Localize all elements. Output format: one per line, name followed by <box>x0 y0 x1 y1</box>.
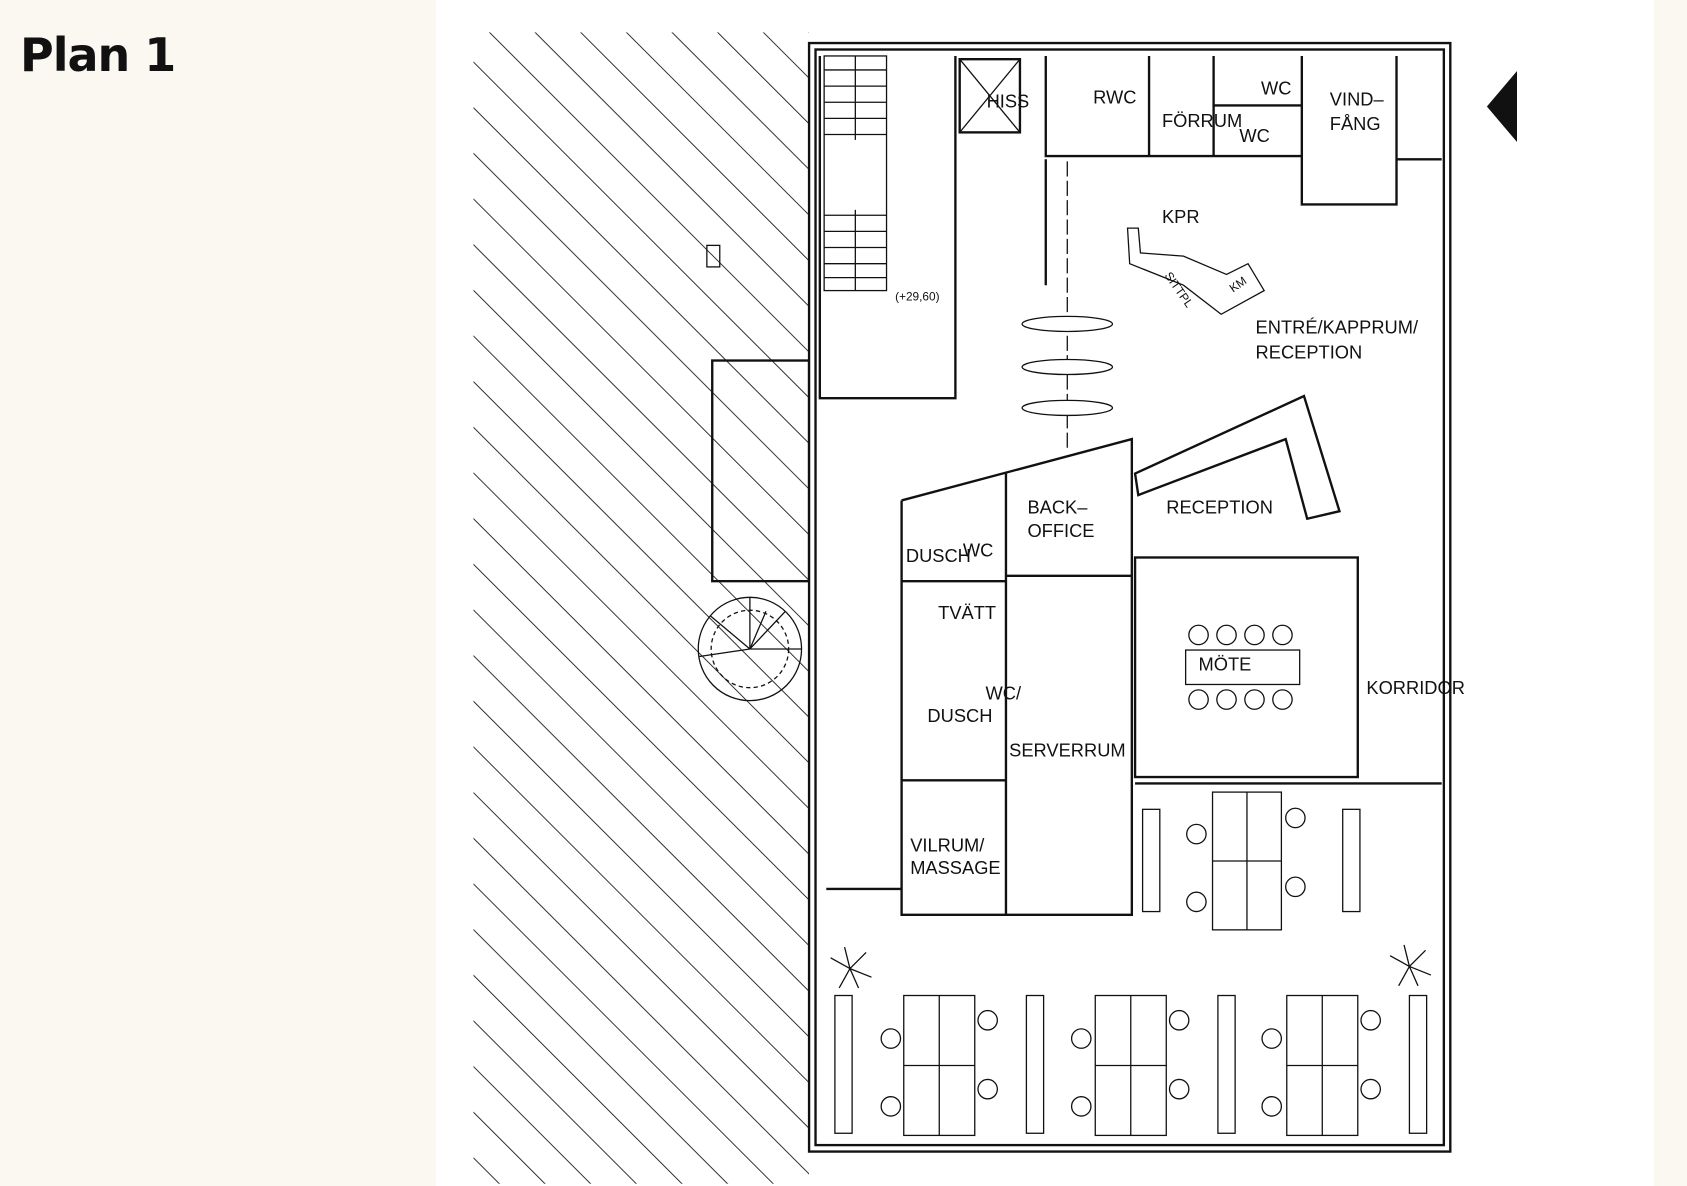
label-rwc: RWC <box>1093 86 1136 107</box>
label-dusch: DUSCH <box>906 545 971 566</box>
label-mote: MÖTE <box>1199 653 1252 674</box>
spiral-stair-steps <box>699 597 802 658</box>
label-vindfang: FÅNG <box>1330 113 1381 134</box>
label-entre: RECEPTION <box>1256 341 1363 362</box>
reception-desk <box>1133 394 1341 521</box>
label-level: (+29,60) <box>895 289 939 303</box>
label-tvatt: TVÄTT <box>938 602 996 623</box>
label-wc-dusch: WC/ <box>986 683 1022 704</box>
label-wc: WC <box>1239 125 1269 146</box>
label-wc: WC <box>1261 78 1291 99</box>
building-walls <box>807 41 1452 1153</box>
label-vindfang: VIND– <box>1330 88 1385 109</box>
label-backoffice: BACK– <box>1027 496 1088 517</box>
benches <box>1021 161 1114 453</box>
workstations <box>834 791 1428 1137</box>
label-reception: RECEPTION <box>1166 496 1273 517</box>
label-kpr: KPR <box>1162 206 1200 227</box>
entrance-arrow-icon <box>1486 71 1518 143</box>
meeting-table <box>1184 624 1301 710</box>
label-dusch: DUSCH <box>927 705 992 726</box>
label-serverrum: SERVERRUM <box>1009 740 1125 761</box>
label-vilrum: MASSAGE <box>910 857 1000 878</box>
plant-icon <box>830 944 1432 989</box>
label-entre: ENTRÉ/KAPPRUM/ <box>1256 317 1419 338</box>
label-backoffice: OFFICE <box>1027 520 1094 541</box>
page-title: Plan 1 <box>20 28 176 82</box>
label-korridor: KORRIDOR <box>1366 677 1465 698</box>
hatched-exterior <box>473 32 810 1184</box>
label-hiss: HISS <box>987 91 1030 112</box>
staircase <box>823 55 888 292</box>
label-forrum: FÖRRUM <box>1162 110 1242 131</box>
label-vilrum: VILRUM/ <box>910 834 985 855</box>
kpr-desk <box>1126 227 1266 316</box>
label-wc: WC <box>963 539 993 560</box>
